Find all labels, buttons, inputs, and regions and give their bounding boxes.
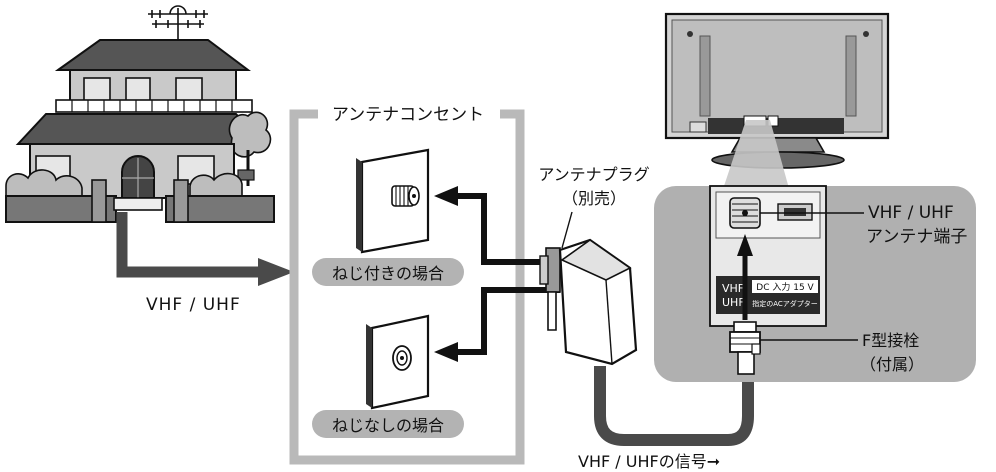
house-illustration [5, 5, 275, 223]
plain-wall-plate [366, 314, 430, 410]
plug-label-line2: （別売） [562, 189, 626, 208]
f-connector-icon [729, 321, 761, 375]
panel-port-label-2: UHF [722, 296, 745, 309]
plain-label: ねじなしの場合 [332, 416, 444, 435]
antenna-plug-icon [539, 238, 638, 366]
antenna-cable [594, 366, 754, 446]
plug-to-threaded-arrow [434, 186, 560, 265]
threaded-wall-plate [356, 148, 430, 254]
outlet-frame [289, 109, 525, 465]
vhf-uhf-terminal-icon [729, 197, 761, 229]
house-signal-arrow [116, 212, 294, 286]
plain-label-pill: ねじなしの場合 [312, 410, 464, 438]
house-signal-label: VHF / UHF [146, 295, 241, 315]
tv-terminal-closeup: VHF UHF DC 入力 15 V 指定のACアダプター [709, 185, 827, 327]
threaded-socket-icon [391, 185, 420, 207]
connector-label-line1: F型接栓 [862, 331, 919, 350]
connector-label-line2: （付属） [860, 355, 924, 374]
plain-socket-icon [392, 345, 412, 371]
plug-label-line1: アンテナプラグ [538, 165, 649, 184]
bottom-signal-label: VHF / UHFの信号➞ [578, 452, 720, 471]
threaded-label-pill: ねじ付きの場合 [312, 258, 464, 286]
connector-to-terminal-arrow [737, 234, 753, 320]
terminal-label-line2: アンテナ端子 [866, 227, 967, 247]
tv-rear-illustration [664, 12, 890, 169]
outlet-title: アンテナコンセント [332, 105, 484, 125]
threaded-label: ねじ付きの場合 [332, 264, 444, 283]
plug-to-plain-arrow [434, 287, 560, 362]
panel-port-label-1: VHF [722, 282, 744, 295]
dc-input-label: DC 入力 15 V [756, 281, 814, 293]
adapter-note-label: 指定のACアダプター [752, 299, 818, 308]
zoom-beam [722, 120, 790, 192]
terminal-label-line1: VHF / UHF [868, 203, 954, 223]
